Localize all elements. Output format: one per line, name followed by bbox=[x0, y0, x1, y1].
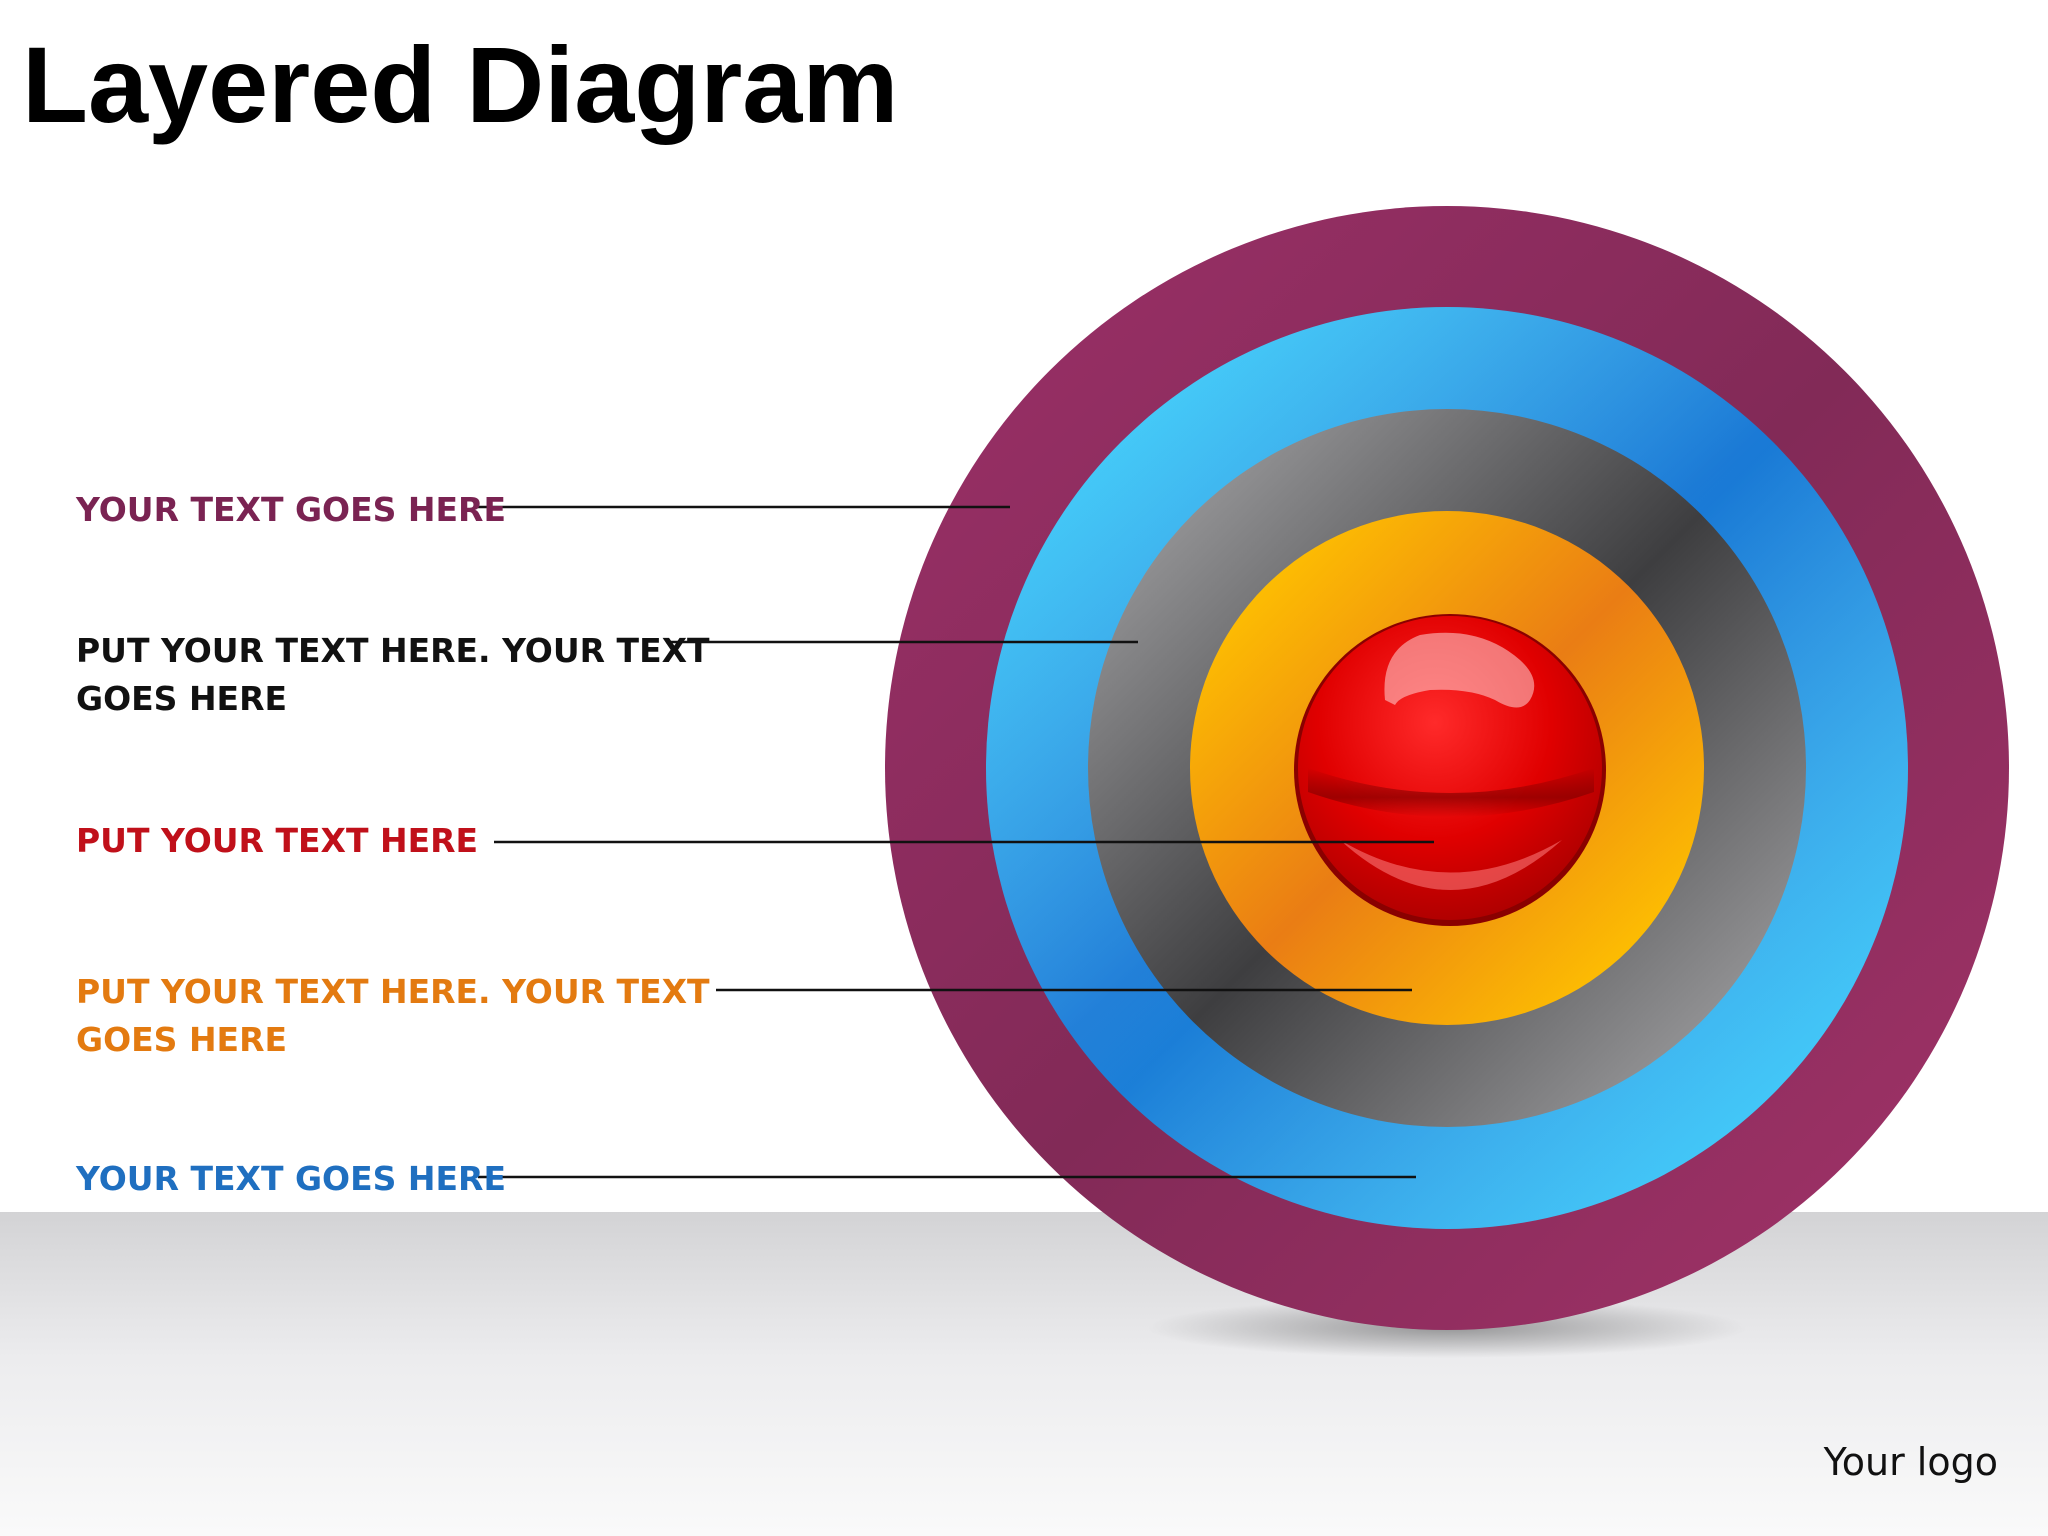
label-2-line-2: GOES HERE bbox=[76, 679, 288, 718]
label-2: PUT YOUR TEXT HERE. YOUR TEXT GOES HERE bbox=[76, 627, 710, 723]
label-1: YOUR TEXT GOES HERE bbox=[76, 486, 506, 534]
label-5-line-1: YOUR TEXT GOES HERE bbox=[76, 1159, 507, 1198]
label-1-line-1: YOUR TEXT GOES HERE bbox=[76, 490, 507, 529]
label-2-line-1: PUT YOUR TEXT HERE. YOUR TEXT bbox=[76, 631, 710, 670]
label-5: YOUR TEXT GOES HERE bbox=[76, 1155, 506, 1203]
label-3: PUT YOUR TEXT HERE bbox=[76, 817, 478, 865]
logo-text: Your logo bbox=[1823, 1440, 1998, 1484]
page-title: Layered Diagram bbox=[22, 24, 899, 145]
label-3-line-1: PUT YOUR TEXT HERE bbox=[76, 821, 479, 860]
label-4-line-2: GOES HERE bbox=[76, 1020, 288, 1059]
label-4: PUT YOUR TEXT HERE. YOUR TEXT GOES HERE bbox=[76, 968, 710, 1064]
label-4-line-1: PUT YOUR TEXT HERE. YOUR TEXT bbox=[76, 972, 710, 1011]
red-center bbox=[1294, 614, 1606, 926]
